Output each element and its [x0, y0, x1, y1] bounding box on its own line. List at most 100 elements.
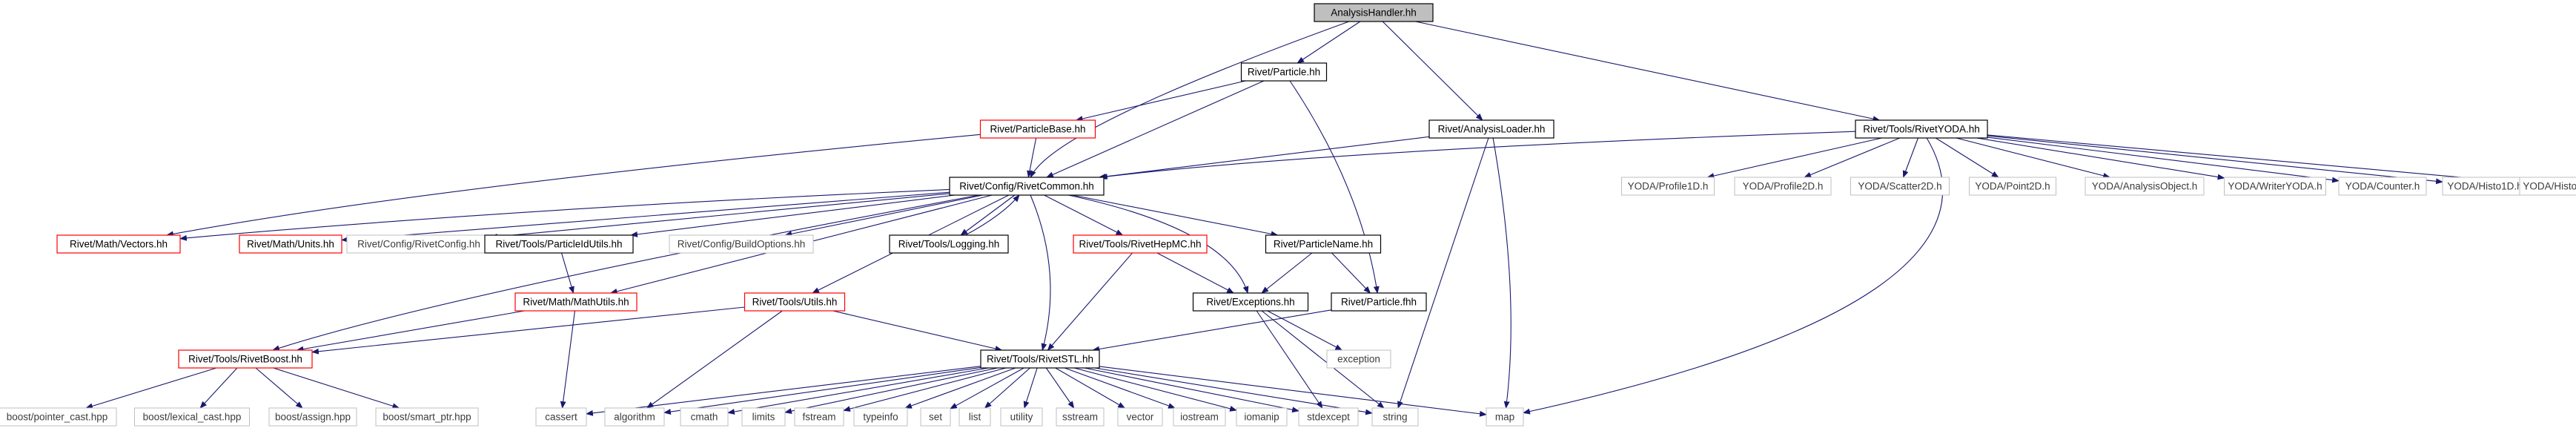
node-box	[604, 407, 665, 427]
node-label: boost/lexical_cast.hpp	[143, 412, 242, 423]
node-label: iostream	[1180, 412, 1219, 423]
node-cmath: cmath	[680, 407, 729, 427]
edge-rivetstl-to-set	[950, 367, 1024, 409]
node-lexical_cast: boost/lexical_cast.hpp	[134, 407, 250, 427]
node-rivetboost[interactable]: Rivet/Tools/RivetBoost.hh	[178, 349, 313, 369]
edge-particle-to-rivetcommon	[1046, 80, 1265, 178]
node-string: string	[1371, 407, 1419, 427]
node-box	[744, 292, 846, 312]
node-algorithm: algorithm	[604, 407, 665, 427]
node-sstream: sstream	[1056, 407, 1105, 427]
edge-rivetyoda-to-analysisobject	[1956, 137, 2111, 179]
edge-rivetboost-to-assign	[255, 367, 303, 409]
node-label: Rivet/Config/RivetConfig.hh	[357, 239, 480, 250]
node-analysisobject: YODA/AnalysisObject.h	[2085, 177, 2205, 196]
node-exception: exception	[1326, 349, 1391, 369]
node-box	[134, 407, 250, 427]
edge-rivetcommon-to-buildoptions	[784, 194, 983, 237]
node-label: list	[969, 412, 981, 423]
node-particleidutils[interactable]: Rivet/Tools/ParticleIdUtils.hh	[484, 234, 634, 254]
edge-exceptions-to-exception	[1267, 310, 1343, 351]
edge-rivetstl-to-string	[1094, 367, 1373, 415]
node-rivethepmc[interactable]: Rivet/Tools/RivetHepMC.hh	[1073, 234, 1208, 254]
node-mathutils[interactable]: Rivet/Math/MathUtils.hh	[514, 292, 638, 312]
edge-rivetstl-to-algorithm	[663, 366, 981, 415]
edge-analysisloader-to-map	[1492, 137, 1512, 409]
node-box	[1117, 407, 1163, 427]
edge-rivetcommon-to-rivetstl	[1030, 194, 1051, 351]
node-analysisloader[interactable]: Rivet/AnalysisLoader.hh	[1428, 119, 1554, 139]
node-particle[interactable]: Rivet/Particle.hh	[1240, 62, 1328, 82]
node-box	[1855, 119, 1988, 139]
node-box	[1073, 234, 1208, 254]
node-scatter2d: YODA/Scatter2D.h	[1850, 177, 1950, 196]
node-box	[1969, 177, 2056, 196]
node-histo1d: YODA/Histo1D.h	[2442, 177, 2528, 196]
node-box	[178, 349, 313, 369]
edge-rivetstl-to-fstream	[843, 367, 1007, 412]
node-box	[1621, 177, 1715, 196]
edge-rivetcommon-to-rivethepmc	[1044, 194, 1124, 236]
edge-particlename-to-exceptions	[1261, 252, 1313, 294]
node-box	[1331, 292, 1427, 312]
node-point2d: YODA/Point2D.h	[1969, 177, 2056, 196]
node-box	[239, 234, 342, 254]
node-box	[514, 292, 638, 312]
node-label: stdexcept	[1307, 412, 1350, 423]
node-box	[2519, 177, 2576, 196]
node-iostream: iostream	[1173, 407, 1226, 427]
node-exceptions[interactable]: Rivet/Exceptions.hh	[1192, 292, 1309, 312]
edge-rivetcommon-to-rivetconfig	[490, 193, 950, 240]
node-label: fstream	[802, 412, 835, 423]
node-label: limits	[752, 412, 775, 423]
node-box	[1000, 407, 1043, 427]
node-utils[interactable]: Rivet/Tools/Utils.hh	[744, 292, 846, 312]
node-box	[2085, 177, 2205, 196]
edge-mathutils-to-rivetboost	[296, 310, 525, 352]
edge-rivetstl-to-utility	[1023, 367, 1038, 409]
node-label: Rivet/Tools/RivetBoost.hh	[188, 354, 302, 365]
node-particlefhh[interactable]: Rivet/Particle.fhh	[1331, 292, 1427, 312]
node-particlename[interactable]: Rivet/ParticleName.hh	[1265, 234, 1382, 254]
node-vectors[interactable]: Rivet/Math/Vectors.hh	[56, 234, 181, 254]
edge-rivetyoda-to-histo2d	[1987, 134, 2520, 185]
node-box	[56, 234, 181, 254]
node-label: boost/smart_ptr.hpp	[383, 412, 471, 423]
edge-rivetyoda-to-profile2d	[1804, 137, 1901, 178]
node-logging[interactable]: Rivet/Tools/Logging.hh	[889, 234, 1009, 254]
edge-ah-to-rivetcommon	[1030, 21, 1350, 178]
node-box	[949, 177, 1105, 196]
node-ah[interactable]: AnalysisHandler.hh	[1314, 3, 1434, 22]
node-label: boost/assign.hpp	[275, 412, 351, 423]
node-rivetyoda[interactable]: Rivet/Tools/RivetYODA.hh	[1855, 119, 1988, 139]
edge-rivetstl-to-cassert	[586, 366, 981, 416]
edge-particlename-to-particlefhh	[1331, 252, 1371, 294]
edge-rivetcommon-to-particlename	[1072, 194, 1279, 237]
edge-logging-to-rivetcommon	[965, 194, 1020, 236]
node-iomanip: iomanip	[1236, 407, 1288, 427]
edge-rivetcommon-to-rivetboost	[272, 194, 979, 352]
node-label: YODA/Profile2D.h	[1743, 181, 1824, 192]
node-label: cassert	[545, 412, 577, 423]
node-box	[1056, 407, 1105, 427]
node-rivetstl[interactable]: Rivet/Tools/RivetSTL.hh	[980, 349, 1100, 369]
edge-exceptions-to-stdexcept	[1256, 310, 1323, 409]
node-label: YODA/Scatter2D.h	[1858, 181, 1941, 192]
edge-rivetboost-to-lexical_cast	[199, 367, 238, 409]
node-label: Rivet/Exceptions.hh	[1206, 297, 1294, 308]
node-list: list	[958, 407, 991, 427]
node-label: set	[929, 412, 942, 423]
node-rivetcommon[interactable]: Rivet/Config/RivetCommon.hh	[949, 177, 1105, 196]
node-units[interactable]: Rivet/Math/Units.hh	[239, 234, 342, 254]
node-label: sstream	[1062, 412, 1098, 423]
node-label: Rivet/Tools/Utils.hh	[752, 297, 838, 308]
edge-particlebase-to-rivetcommon	[1027, 137, 1037, 178]
node-label: YODA/Counter.h	[2345, 181, 2420, 192]
edge-rivetcommon-to-logging	[960, 194, 1016, 236]
node-smart_ptr: boost/smart_ptr.hpp	[375, 407, 479, 427]
node-label: YODA/Point2D.h	[1975, 181, 2050, 192]
edge-rivetboost-to-smart_ptr	[273, 367, 400, 409]
node-particlebase[interactable]: Rivet/ParticleBase.hh	[979, 119, 1096, 139]
node-rivetconfig: Rivet/Config/RivetConfig.hh	[346, 234, 491, 254]
node-vector: vector	[1117, 407, 1163, 427]
